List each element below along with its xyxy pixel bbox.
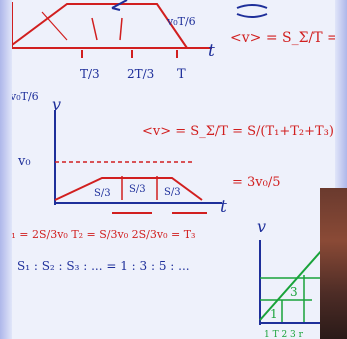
- corner-v: v: [257, 217, 266, 236]
- mid-trapezoid: [54, 177, 203, 201]
- top-slope-label: v₀T/6: [166, 15, 196, 28]
- mid-trap-s2: S/3: [129, 184, 146, 195]
- corner-n3: 3: [290, 285, 298, 299]
- top-tick-b: 2T/3: [127, 67, 154, 81]
- mid-result: = 3v₀/5: [232, 175, 281, 190]
- top-tick-a: T/3: [80, 67, 100, 81]
- mid-trap-s3: S/3: [164, 187, 181, 198]
- top-left-label: v₀T/6: [12, 90, 39, 103]
- mid-axis-t: t: [220, 197, 227, 217]
- handwritten-notes: v₀T/6 T/3 2T/3 T t <v> = S_Σ/T = v₀T/6 v…: [4, 0, 347, 339]
- mid-v0-label: v₀: [17, 154, 31, 169]
- top-tick-c: T: [177, 67, 186, 82]
- corner-n1: 1: [270, 307, 278, 321]
- top-graph: [11, 2, 212, 58]
- top-avg-eq: <v> = S_Σ/T =: [230, 30, 335, 46]
- corner-triangle: [259, 249, 323, 321]
- ratio-eq: S₁ : S₂ : S₃ : ... = 1 : 3 : 5 : ...: [17, 259, 190, 273]
- mid-avg-eq: <v> = S_Σ/T = S/(T₁+T₂+T₃) =: [142, 124, 335, 139]
- top-axis-t: t: [208, 41, 215, 61]
- times-eq: T₁ = 2S/3v₀ T₂ = S/3v₀ 2S/3v₀ = T₃: [12, 228, 195, 241]
- mid-v-label: v: [52, 95, 61, 114]
- corner-bottom: 1 T 2 3 r: [264, 330, 304, 339]
- instructor-photo: [320, 188, 347, 339]
- mid-trap-s1: S/3: [94, 188, 111, 199]
- whiteboard: v₀T/6 T/3 2T/3 T t <v> = S_Σ/T = v₀T/6 v…: [4, 0, 347, 339]
